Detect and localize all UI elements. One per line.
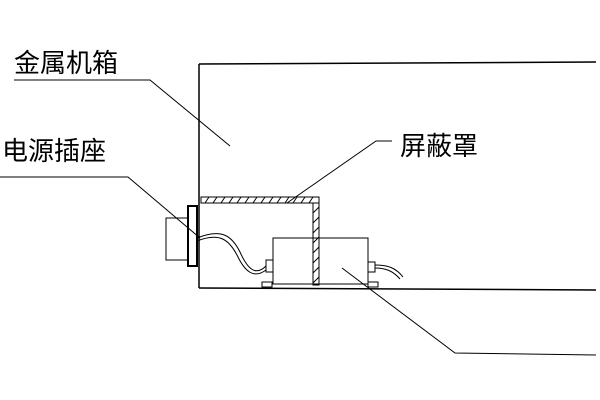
label-shield: 屏蔽罩 (400, 132, 478, 162)
label-metal-case: 金属机箱 (14, 49, 118, 79)
leader-shield (286, 140, 392, 204)
leader-power-socket (0, 176, 201, 239)
output-cable (374, 264, 404, 278)
shield-hatching (204, 196, 320, 284)
internal-cable (196, 233, 267, 272)
label-power-socket: 电源插座 (2, 137, 106, 167)
internal-module (261, 237, 379, 288)
leader-lines (0, 79, 597, 356)
metal-case (198, 61, 597, 291)
shield-enclosure (200, 196, 320, 286)
leader-metal-case (14, 79, 231, 147)
leader-bottom (341, 267, 597, 356)
power-socket (165, 205, 198, 267)
